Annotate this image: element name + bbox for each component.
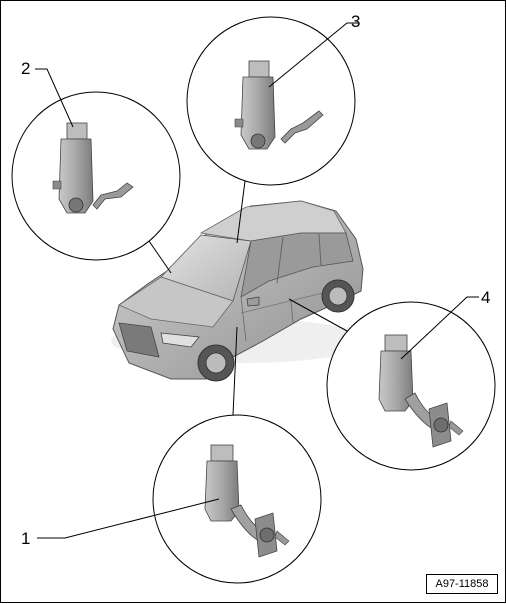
callout-2-leader [35, 68, 74, 128]
leader-circle-2-to-car [148, 240, 172, 274]
detail-circle-2 [11, 91, 181, 261]
callout-number-1: 1 [21, 529, 30, 548]
callout-leader-lines [35, 22, 479, 539]
callout-4-leader [400, 296, 479, 360]
callout-number-2: 2 [21, 59, 30, 78]
leader-circle-1-to-car [232, 326, 238, 416]
sensor-part-2 [52, 122, 134, 214]
sensor-part-1 [204, 444, 290, 558]
callout-number-4: 4 [481, 288, 490, 307]
callout-number-3: 3 [351, 12, 360, 31]
sensor-part-4 [378, 334, 464, 448]
figure-reference-code: A97-11858 [426, 574, 498, 594]
circle-leader-lines [148, 180, 348, 416]
car-illustration [111, 200, 371, 382]
leader-circle-3-to-car [236, 180, 246, 244]
sensor-part-3 [234, 60, 324, 150]
leader-circle-4-to-car [288, 298, 348, 332]
callout-1-leader [37, 498, 220, 539]
callout-3-leader [268, 22, 359, 88]
